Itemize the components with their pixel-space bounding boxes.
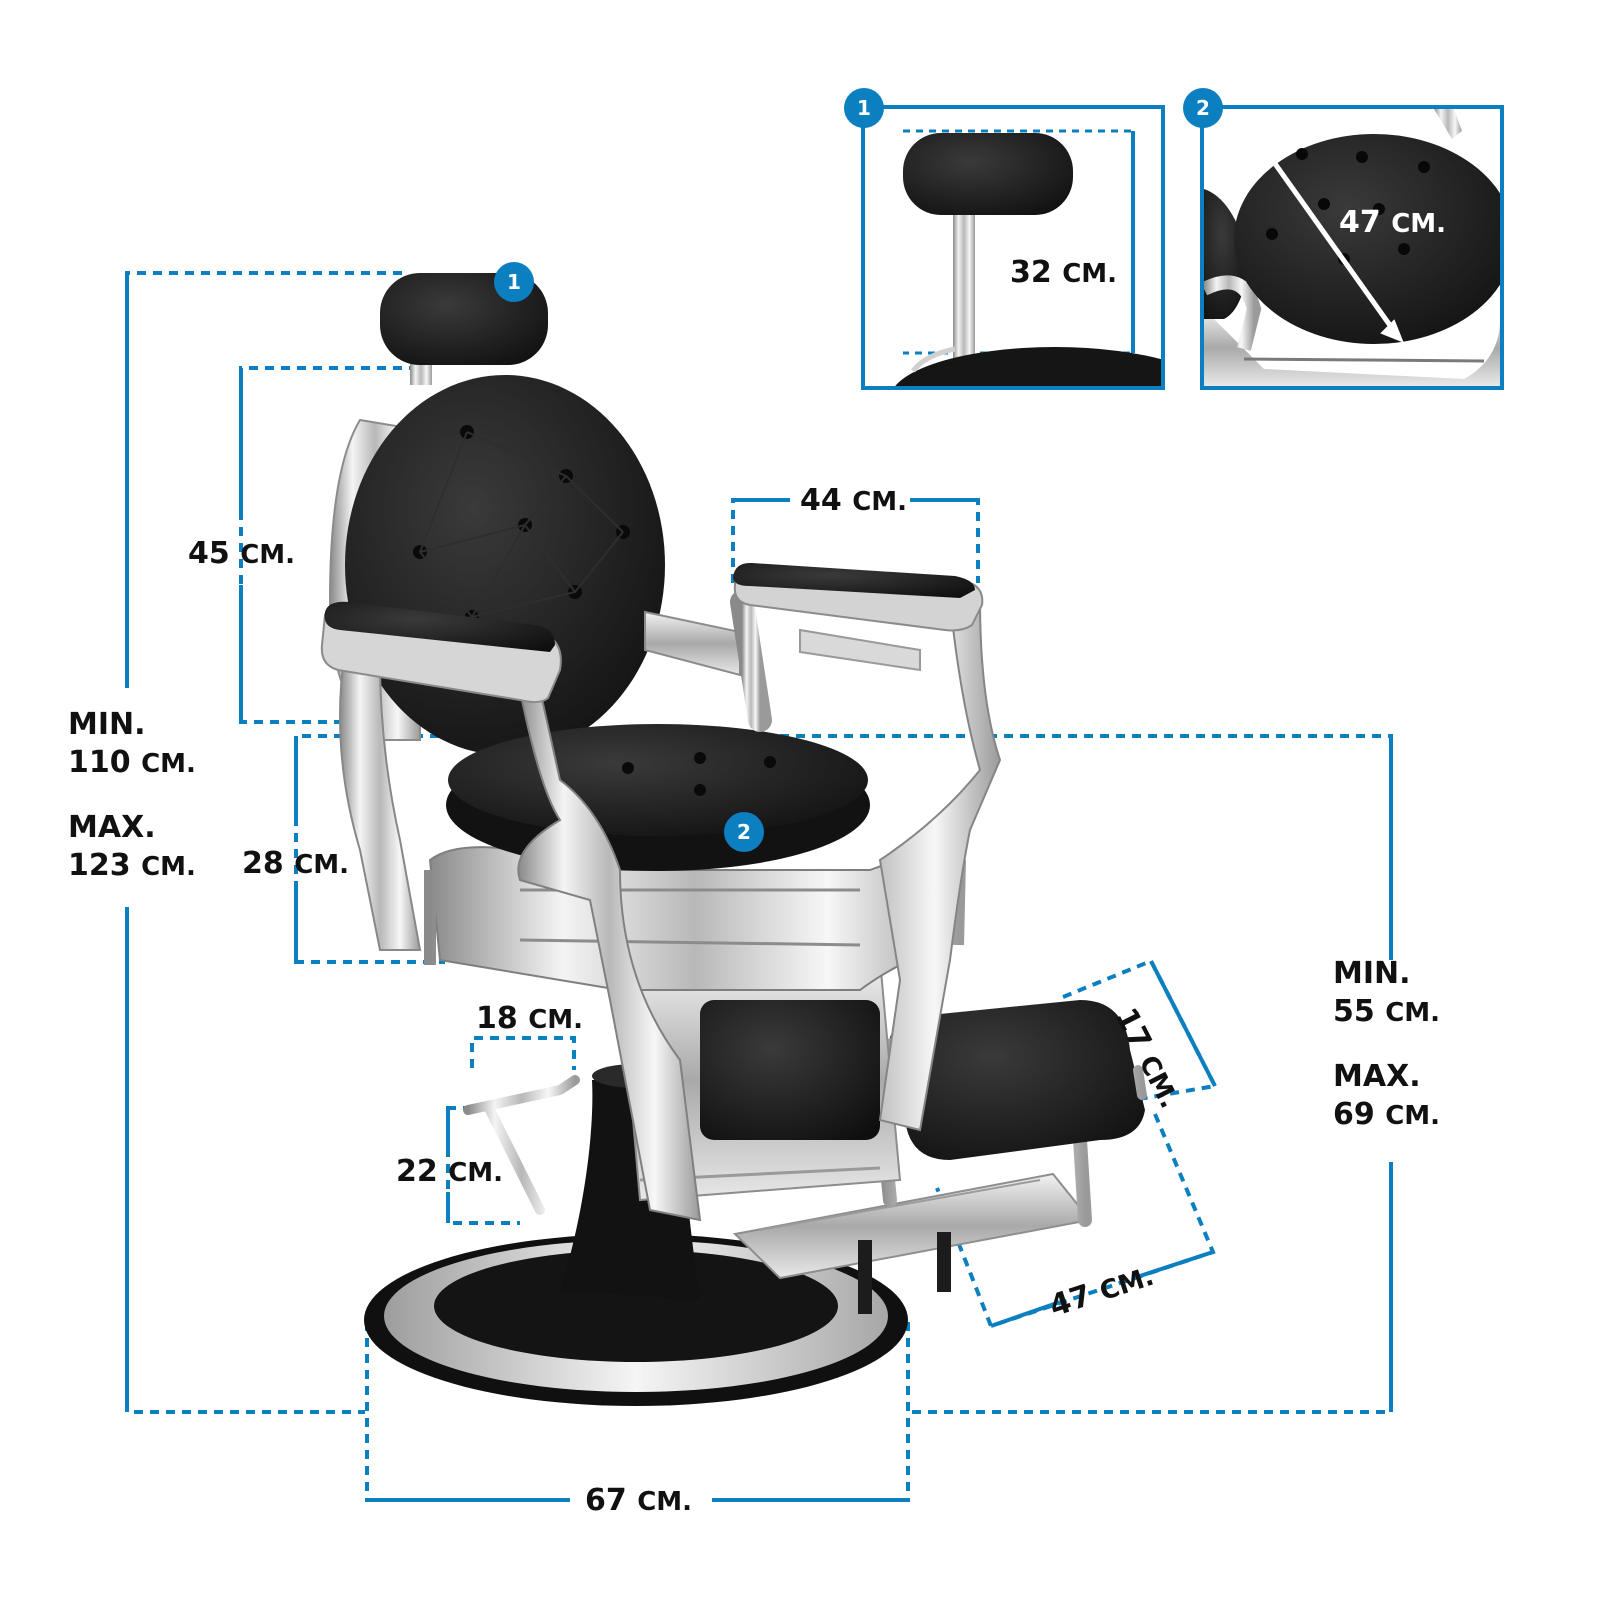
base-diameter-label: 67 CM. — [585, 1483, 693, 1518]
pump-pedal — [463, 1075, 580, 1215]
left-armrest — [320, 601, 702, 1222]
pedal-height-label: 22 CM. — [396, 1154, 504, 1189]
badge-detail-seat: 2 — [1183, 88, 1223, 128]
headrest-detail-drawing — [895, 129, 1161, 386]
base-plate — [364, 1234, 908, 1406]
badge-detail-headrest: 1 — [844, 88, 884, 128]
detail-panel-headrest: 32 CM. — [861, 105, 1165, 390]
right-armrest — [730, 562, 1002, 1132]
seat-diameter-label: 47 CM. — [1339, 205, 1447, 240]
armrest-width-label: 44 CM. — [800, 483, 908, 518]
dimension-lines — [125, 271, 1393, 1502]
headrest-height-label: 32 CM. — [1010, 255, 1118, 290]
badge-seat: 2 — [724, 812, 764, 852]
seat-detail-drawing — [1204, 109, 1500, 386]
backrest-height-label: 45 CM. — [188, 536, 296, 571]
seat-thickness-label: 28 CM. — [242, 846, 350, 881]
seat-cushion — [446, 724, 870, 871]
detail-panel-seat: 47 CM. — [1200, 105, 1504, 390]
pedal-width-label: 18 CM. — [476, 1001, 584, 1036]
total-height-label: MIN. 110 CM. MAX. 123 CM. — [68, 707, 196, 883]
seat-height-label: MIN. 55 CM. MAX. 69 CM. — [1333, 956, 1441, 1132]
badge-headrest: 1 — [494, 262, 534, 302]
